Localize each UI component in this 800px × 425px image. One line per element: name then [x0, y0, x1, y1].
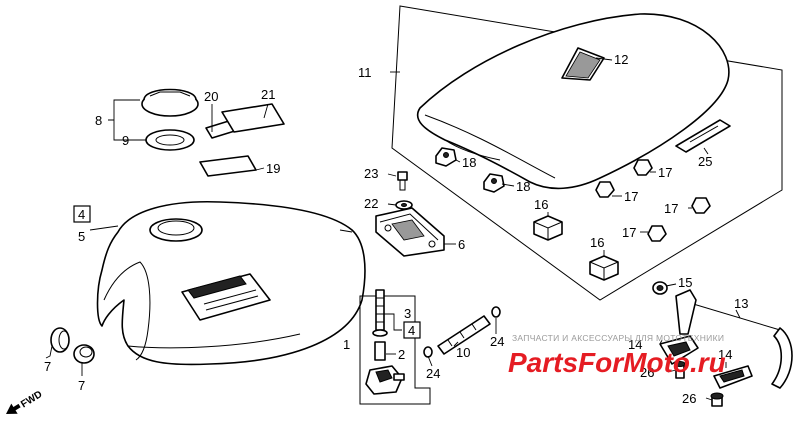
seat-rubber-17c — [691, 197, 711, 214]
callout-15: 15 — [678, 275, 692, 290]
watermark-caption: ЗАПЧАСТИ И АКСЕССУАРЫ ДЛЯ МОТОТЕХНИКИ — [512, 333, 724, 343]
callout-6: 6 — [458, 237, 465, 252]
callout-17d: 17 — [622, 225, 636, 240]
seat-rubber-17a — [595, 181, 615, 198]
callout-10: 10 — [456, 345, 470, 360]
callout-3: 3 — [404, 306, 411, 321]
seat-lock-cable — [675, 289, 793, 389]
label-box-4-petcock — [403, 321, 421, 339]
callout-17c: 17 — [664, 201, 678, 216]
callout-21: 21 — [261, 87, 275, 102]
callout-14a: 14 — [628, 337, 642, 352]
lock-bolt-26a — [674, 361, 686, 379]
hose-clip-b — [491, 306, 501, 318]
petcock-valve — [365, 341, 405, 395]
callout-16b: 16 — [590, 235, 604, 250]
callout-24a: 24 — [426, 366, 440, 381]
fuel-tank — [96, 200, 366, 366]
seat-strap — [675, 119, 731, 153]
washer-22 — [395, 200, 413, 210]
lock-bolt-26b — [710, 392, 724, 407]
callout-14b: 14 — [718, 347, 732, 362]
callout-23: 23 — [364, 166, 378, 181]
seat-rubber-17d — [647, 225, 667, 242]
callout-17b: 17 — [658, 165, 672, 180]
callout-26a: 26 — [640, 365, 654, 380]
fuel-hose — [437, 315, 491, 355]
label-box-4-tank — [73, 205, 91, 223]
callout-7a: 7 — [44, 359, 51, 374]
watermark-brand: PartsForMoto.ru — [508, 347, 726, 378]
callout-18a: 18 — [462, 155, 476, 170]
callout-25: 25 — [698, 154, 712, 169]
decal-21 — [221, 103, 285, 133]
lock-lever-14a — [659, 335, 699, 365]
fuel-cap — [141, 88, 199, 117]
callout-26b: 26 — [682, 391, 696, 406]
seat-block-16b — [589, 255, 619, 281]
callout-7b: 7 — [78, 378, 85, 393]
callout-18b: 18 — [516, 179, 530, 194]
callout-20: 20 — [204, 89, 218, 104]
seat-rubber-18b — [483, 173, 505, 193]
lock-lever-14b — [713, 365, 753, 389]
decal-19 — [199, 155, 257, 177]
fwd-label: FWD — [19, 389, 44, 410]
leader-lines — [45, 57, 741, 401]
callout-17a: 17 — [624, 189, 638, 204]
callout-22: 22 — [364, 196, 378, 211]
callout-2: 2 — [398, 347, 405, 362]
callout-24b: 24 — [490, 334, 504, 349]
callout-5: 5 — [78, 229, 85, 244]
callout-16a: 16 — [534, 197, 548, 212]
petcock-group-frame — [359, 295, 431, 405]
bolt-23 — [397, 171, 408, 191]
callout-4-petcock: 4 — [408, 323, 415, 338]
seat-rubber-18a — [435, 147, 457, 167]
tank-bracket — [375, 207, 445, 257]
forward-direction-arrow: FWD — [6, 389, 44, 414]
petcock-screen — [372, 289, 388, 337]
cap-gasket — [145, 129, 195, 151]
hose-clip-a — [423, 346, 433, 358]
tank-rubber-lower — [73, 344, 95, 364]
callout-12: 12 — [614, 52, 628, 67]
callout-13: 13 — [734, 296, 748, 311]
callout-11: 11 — [358, 65, 372, 80]
lock-spring — [652, 281, 668, 295]
seat — [416, 13, 730, 190]
seat-block-16a — [533, 215, 563, 241]
seat-rubber-17b — [633, 159, 653, 176]
callout-4-tank: 4 — [78, 207, 85, 222]
callout-9: 9 — [122, 133, 129, 148]
callout-8: 8 — [95, 113, 102, 128]
part-numbers: 8 9 20 21 19 4 5 11 12 18 18 17 17 17 17… — [44, 52, 748, 406]
callout-19: 19 — [266, 161, 280, 176]
callout-1: 1 — [343, 337, 350, 352]
tank-rubber-upper — [50, 327, 70, 353]
